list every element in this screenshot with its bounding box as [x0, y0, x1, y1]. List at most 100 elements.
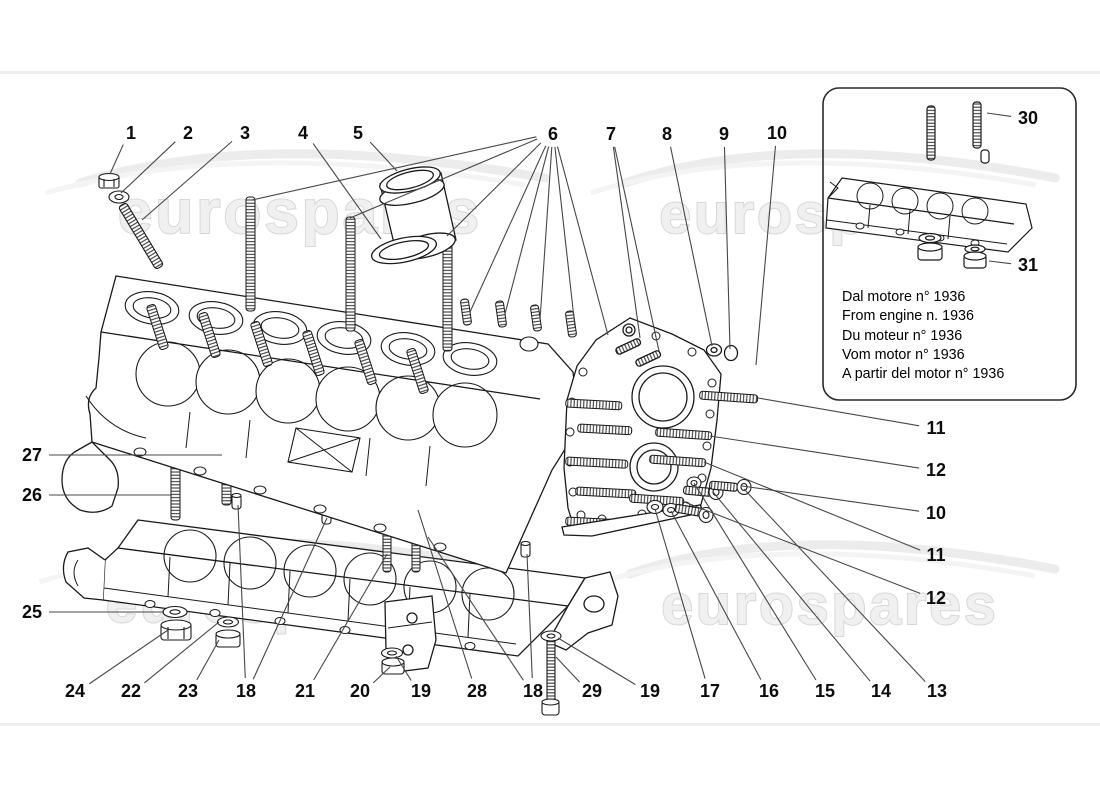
leader-line: [988, 260, 1012, 265]
leader-line: [88, 629, 169, 685]
callout-number: 27: [22, 445, 42, 465]
leader-line: [109, 144, 124, 175]
callout-number: 9: [719, 124, 729, 144]
callout-number: 12: [926, 460, 946, 480]
callout-14: 14: [712, 491, 891, 701]
callout-10: 10: [755, 123, 787, 366]
callout-19: 19: [557, 637, 660, 701]
callout-number: 16: [759, 681, 779, 701]
callout-16: 16: [670, 510, 779, 701]
leader-line: [237, 504, 246, 679]
callout-number: 7: [606, 124, 616, 144]
leader-line: [120, 141, 176, 194]
callout-number: 20: [350, 681, 370, 701]
leader-line: [712, 491, 871, 682]
callout-number: 13: [927, 681, 947, 701]
leader-line: [693, 482, 817, 681]
leader-line: [709, 435, 920, 469]
leader-line: [526, 553, 533, 679]
callout-10: 10: [741, 485, 946, 523]
leader-line: [312, 143, 382, 240]
callout-6: 6: [251, 124, 609, 336]
upper-crankcase-drawing: [61, 196, 580, 574]
callout-number: 5: [353, 123, 363, 143]
callout-number: 11: [926, 545, 945, 565]
leader-line: [349, 138, 538, 219]
inset-border: [822, 87, 1077, 401]
leader-line: [703, 461, 921, 551]
callout-11: 11: [757, 397, 946, 438]
callout-number: 30: [1018, 108, 1038, 128]
stud-30a: [926, 105, 936, 161]
leader-line: [395, 655, 412, 681]
callout-27: 27: [22, 445, 222, 465]
leader-line: [741, 485, 920, 512]
leader-line: [755, 145, 777, 366]
engine-number-note: Dal motore n° 1936 From engine n. 1936 D…: [842, 288, 1072, 384]
callout-number: 19: [640, 681, 660, 701]
callout-number: 26: [22, 485, 42, 505]
callout-12: 12: [709, 435, 946, 480]
stud-3: [118, 202, 164, 270]
leader-line: [614, 146, 660, 352]
leader-line: [313, 553, 388, 681]
callout-number: 6: [548, 124, 558, 144]
watermark-swoosh: [625, 540, 1060, 579]
watermark-swoosh: [621, 149, 1060, 188]
callout-29: 29: [555, 656, 602, 701]
rear-cover-drawing: [561, 317, 759, 537]
watermark-swoosh: [594, 551, 1036, 587]
cover-bolts: [646, 476, 752, 524]
page-top-edge: [0, 71, 1100, 74]
top-left-fasteners: [98, 172, 164, 270]
callout-21: 21: [295, 553, 388, 701]
note-line-es: A partir del motor n° 1936: [842, 366, 1005, 383]
callout-number: 22: [121, 681, 141, 701]
callout-number: 14: [871, 681, 891, 701]
inset-pin: [980, 149, 990, 164]
callout-25: 25: [22, 602, 164, 622]
callout-number: 10: [767, 123, 787, 143]
callout-24: 24: [65, 629, 169, 701]
callout-5: 5: [353, 123, 398, 172]
leader-line: [743, 488, 926, 682]
leader-line: [427, 536, 524, 681]
callout-19: 19: [395, 655, 431, 701]
callout-13: 13: [743, 488, 947, 701]
callout-17: 17: [654, 508, 720, 701]
callout-number: 1: [126, 123, 136, 143]
callout-number: 11: [926, 418, 945, 438]
callout-number: 17: [700, 681, 720, 701]
callout-11: 11: [703, 461, 946, 565]
watermark-swoosh: [75, 149, 550, 188]
callout-number: 29: [582, 681, 602, 701]
leader-line: [369, 141, 398, 172]
leader-line: [556, 146, 609, 336]
liner-gasket-drawing: [370, 235, 438, 265]
leader-line: [141, 140, 233, 221]
callout-number: 12: [926, 588, 946, 608]
callout-4: 4: [298, 123, 382, 240]
callout-2: 2: [120, 123, 193, 194]
callout-number: 4: [298, 123, 308, 143]
callout-7: 7: [606, 124, 660, 352]
page-bottom-edge: [0, 723, 1100, 726]
leader-line: [469, 145, 547, 313]
callout-31: 31: [988, 255, 1038, 275]
leader-line: [669, 146, 713, 347]
watermark: eurospares: [594, 540, 1060, 638]
callout-22: 22: [121, 621, 220, 701]
callout-number: 31: [1018, 255, 1038, 275]
cover-studs-right: [629, 390, 759, 507]
callout-number: 3: [240, 123, 250, 143]
lower-fasteners: [160, 605, 562, 716]
watermark-text: eurospares: [661, 573, 998, 637]
leader-line: [554, 146, 576, 328]
callout-number: 8: [662, 124, 672, 144]
callout-30: 30: [986, 108, 1038, 128]
leader-line: [417, 509, 473, 679]
callout-12: 12: [681, 500, 946, 608]
callout-3: 3: [141, 123, 250, 221]
